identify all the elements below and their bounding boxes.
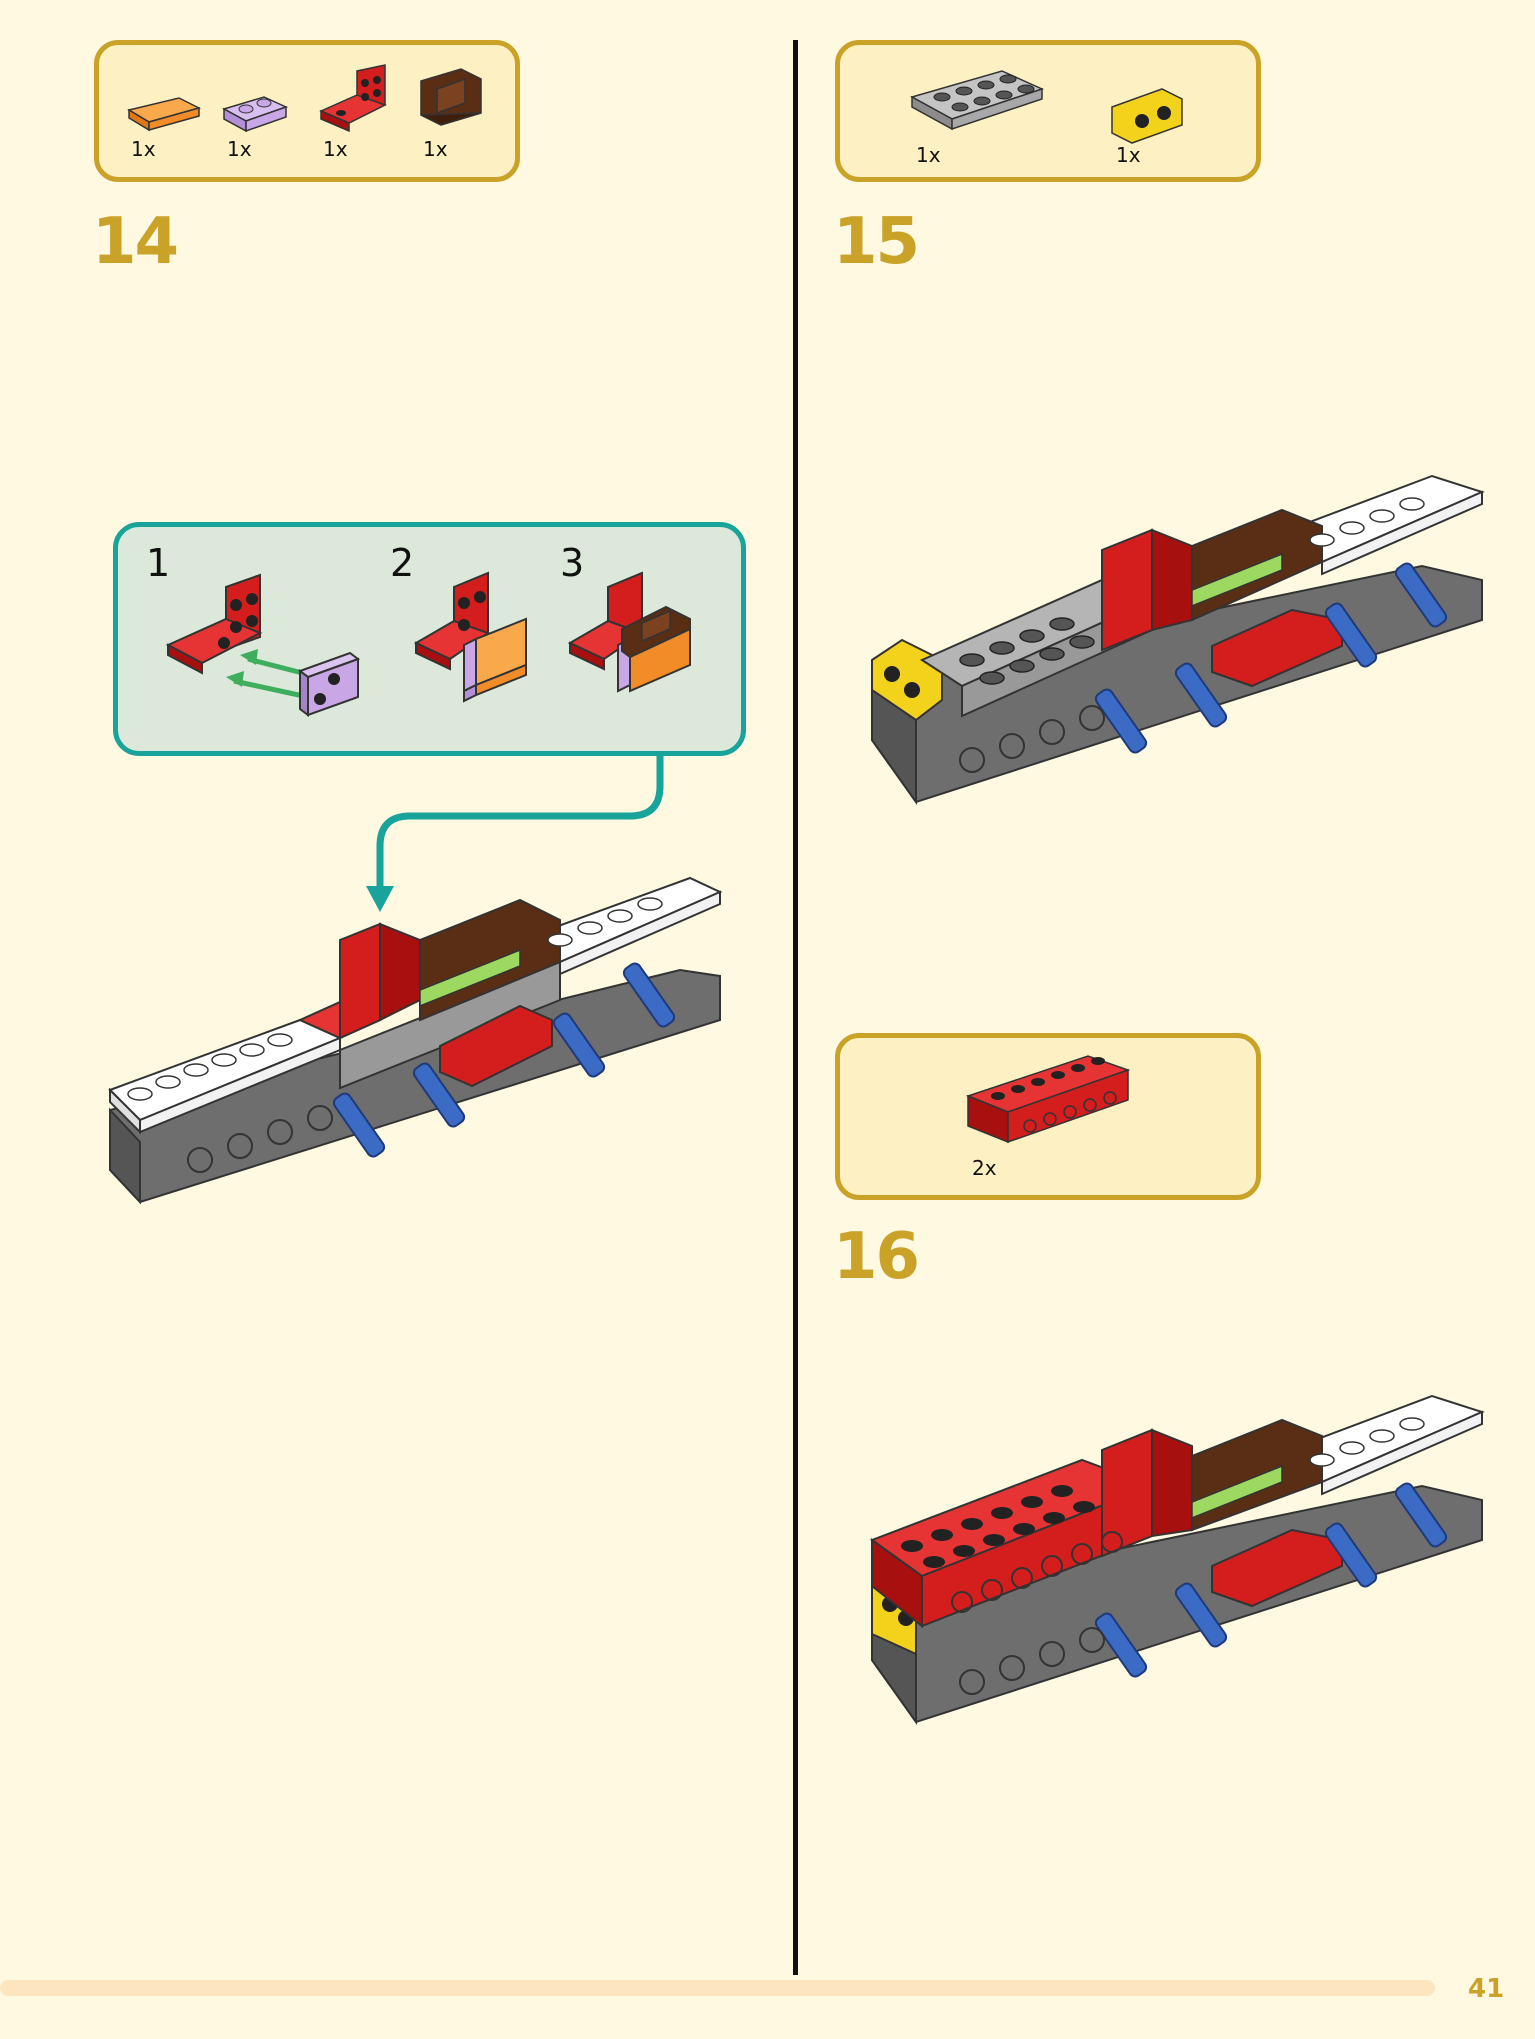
gray-plate-icon [910, 70, 1045, 131]
step-number: 14 [92, 205, 179, 279]
step-14-parts-box: 1x 1x 1x 1x [94, 40, 520, 182]
page-number: 41 [1468, 1974, 1505, 2004]
red-technic-brick-icon [965, 1055, 1131, 1144]
substep-1-illustration [165, 573, 361, 717]
lavender-plate-icon [222, 96, 289, 133]
brown-slope-icon [420, 68, 482, 126]
step-14-model [108, 876, 723, 1205]
part-qty: 1x [916, 143, 941, 167]
step-number: 15 [833, 205, 920, 279]
substep-number: 2 [390, 541, 415, 585]
substep-number: 3 [560, 541, 585, 585]
part-qty: 1x [131, 137, 156, 161]
page-progress-bar [0, 1980, 1435, 1996]
callout-arrow [366, 756, 664, 912]
substep-2-illustration [413, 571, 527, 703]
step-16-parts-box: 2x [835, 1033, 1261, 1200]
step-16-model [869, 1394, 1485, 1726]
step-number: 16 [833, 1220, 920, 1294]
red-bracket-icon [319, 64, 387, 133]
substep-3-illustration [567, 571, 691, 693]
part-qty: 1x [1116, 143, 1141, 167]
step-15-parts-box: 1x 1x [835, 40, 1261, 182]
column-divider [793, 40, 798, 1975]
step-15-model [871, 474, 1485, 806]
part-qty: 1x [227, 137, 252, 161]
part-qty: 2x [972, 1156, 997, 1180]
part-qty: 1x [323, 137, 348, 161]
orange-tile-icon [127, 97, 202, 132]
substep-number: 1 [146, 541, 171, 585]
substep-callout: 1 2 3 [113, 522, 746, 756]
part-qty: 1x [423, 137, 448, 161]
yellow-bracket-icon [1111, 88, 1183, 144]
